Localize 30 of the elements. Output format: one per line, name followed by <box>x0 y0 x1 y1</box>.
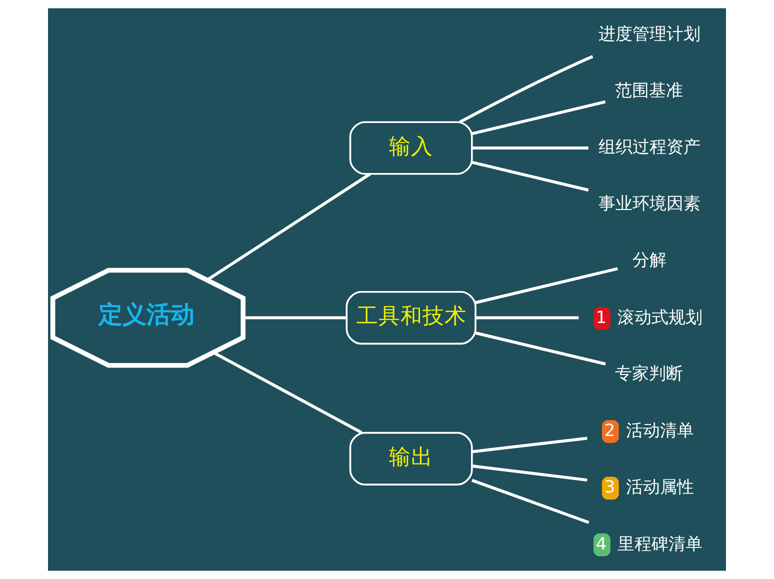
connector <box>476 316 579 320</box>
node-box: 4 <box>594 533 610 556</box>
connector <box>475 332 606 366</box>
node-box: 2 <box>602 420 619 444</box>
connector <box>475 267 618 304</box>
node-box: 工具和技术 <box>346 291 476 345</box>
node-label: 活动属性 <box>626 476 694 497</box>
connector <box>472 160 589 192</box>
node-text: 事业环境因素 <box>598 193 700 214</box>
node-label: 滚动式规划 <box>618 306 703 327</box>
node-text: 分解 <box>632 250 667 270</box>
connector <box>472 100 606 136</box>
connector <box>472 478 590 524</box>
connector <box>472 146 588 150</box>
connector <box>212 351 362 434</box>
node-box: 3 <box>602 476 619 500</box>
node-box: 1 <box>594 306 610 330</box>
connector <box>459 55 594 124</box>
connector <box>472 464 588 482</box>
node-text: 范围基准 <box>615 80 684 100</box>
node-text: 进度管理计划 <box>598 23 700 44</box>
connector <box>472 436 588 454</box>
node-text: 组织过程资产 <box>598 136 700 156</box>
node-text: 专家判断 <box>615 362 684 383</box>
connector <box>243 316 346 320</box>
node-label: 活动清单 <box>626 420 694 440</box>
node-label: 里程碑清单 <box>618 533 703 554</box>
node-box: 输入 <box>349 121 473 175</box>
node-box: 输出 <box>349 432 473 486</box>
connector <box>206 172 371 282</box>
